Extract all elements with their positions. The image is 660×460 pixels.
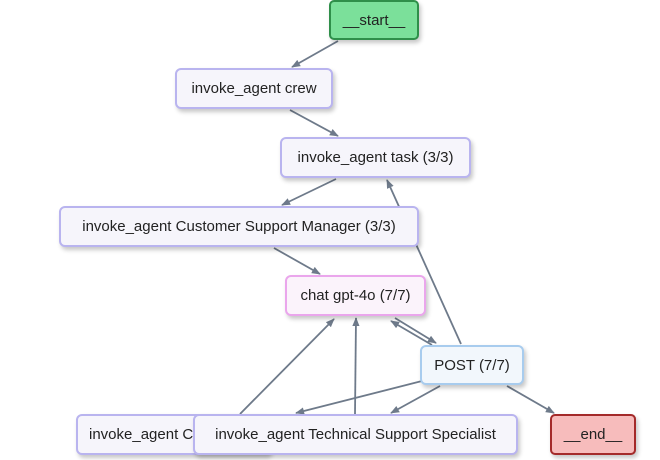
edge-start-to-crew	[291, 40, 339, 68]
technical-support-specialist-node[interactable]: invoke_agent Technical Support Specialis…	[193, 414, 518, 455]
invoke-agent-task-node[interactable]: invoke_agent task (3/3)	[280, 137, 471, 178]
technical-support-specialist-label: invoke_agent Technical Support Specialis…	[215, 426, 496, 443]
chat-gpt-4o-label: chat gpt-4o (7/7)	[300, 287, 411, 304]
edge-post-to-customer_agent	[295, 380, 423, 415]
edge-post-to-end	[506, 385, 555, 414]
invoke-agent-task-label: invoke_agent task (3/3)	[297, 149, 454, 166]
edge-post-to-technical	[390, 385, 441, 414]
invoke-agent-crew-node[interactable]: invoke_agent crew	[175, 68, 333, 109]
end-node-label: __end__	[563, 426, 623, 443]
customer-support-manager-node[interactable]: invoke_agent Customer Support Manager (3…	[59, 206, 419, 247]
edge-manager-to-chat	[273, 247, 321, 275]
chat-gpt-4o-node[interactable]: chat gpt-4o (7/7)	[285, 275, 426, 316]
edge-technical-to-chat	[352, 317, 360, 415]
start-node[interactable]: __start__	[329, 0, 419, 40]
edge-post-to-chat	[390, 320, 433, 346]
edge-chat-to-post	[394, 317, 437, 344]
customer-support-agent-label: invoke_agent C	[89, 426, 194, 443]
edge-task-to-manager	[281, 178, 337, 206]
edge-customer_agent-to-chat	[239, 318, 335, 415]
end-node[interactable]: __end__	[550, 414, 636, 455]
start-node-label: __start__	[342, 11, 406, 29]
post-node[interactable]: POST (7/7)	[420, 345, 524, 385]
edge-crew-to-task	[289, 109, 339, 137]
invoke-agent-crew-label: invoke_agent crew	[191, 80, 317, 97]
post-label: POST (7/7)	[434, 356, 510, 374]
customer-support-manager-label: invoke_agent Customer Support Manager (3…	[82, 218, 396, 235]
